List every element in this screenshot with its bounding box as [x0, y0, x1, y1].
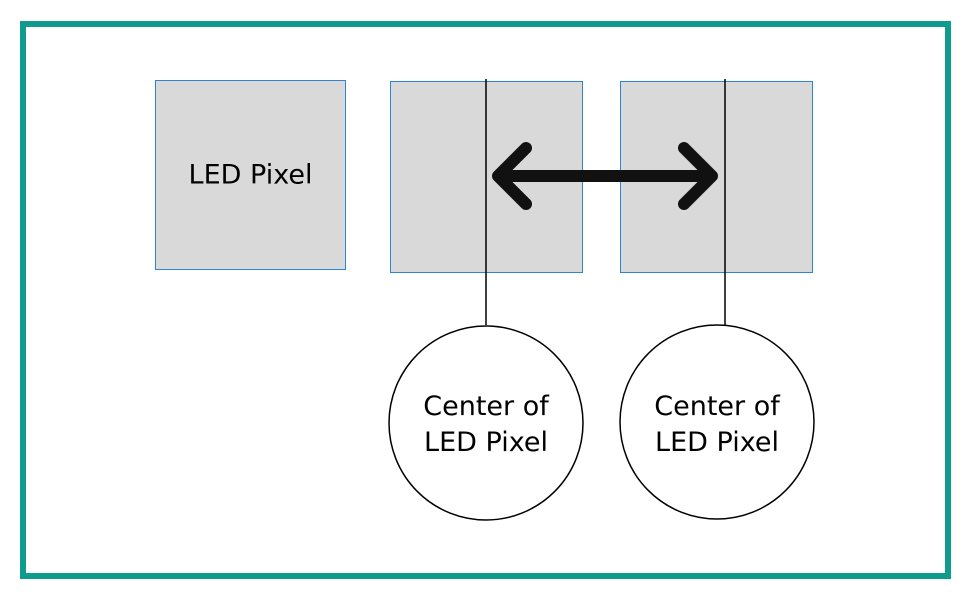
center-circle-1 [388, 325, 584, 521]
double-arrow-icon [492, 142, 718, 210]
center-label-2-line2: LED Pixel [655, 427, 779, 458]
center-label-2: Center of LED Pixel [620, 389, 814, 461]
center-label-1: Center of LED Pixel [389, 389, 583, 461]
center-label-2-line1: Center of [654, 391, 780, 422]
center-circle-2 [619, 324, 815, 520]
led-pixel-label: LED Pixel [188, 159, 313, 191]
center-label-1-line1: Center of [423, 391, 549, 422]
led-pixel-box: LED Pixel [155, 80, 346, 270]
center-label-1-line2: LED Pixel [424, 427, 548, 458]
